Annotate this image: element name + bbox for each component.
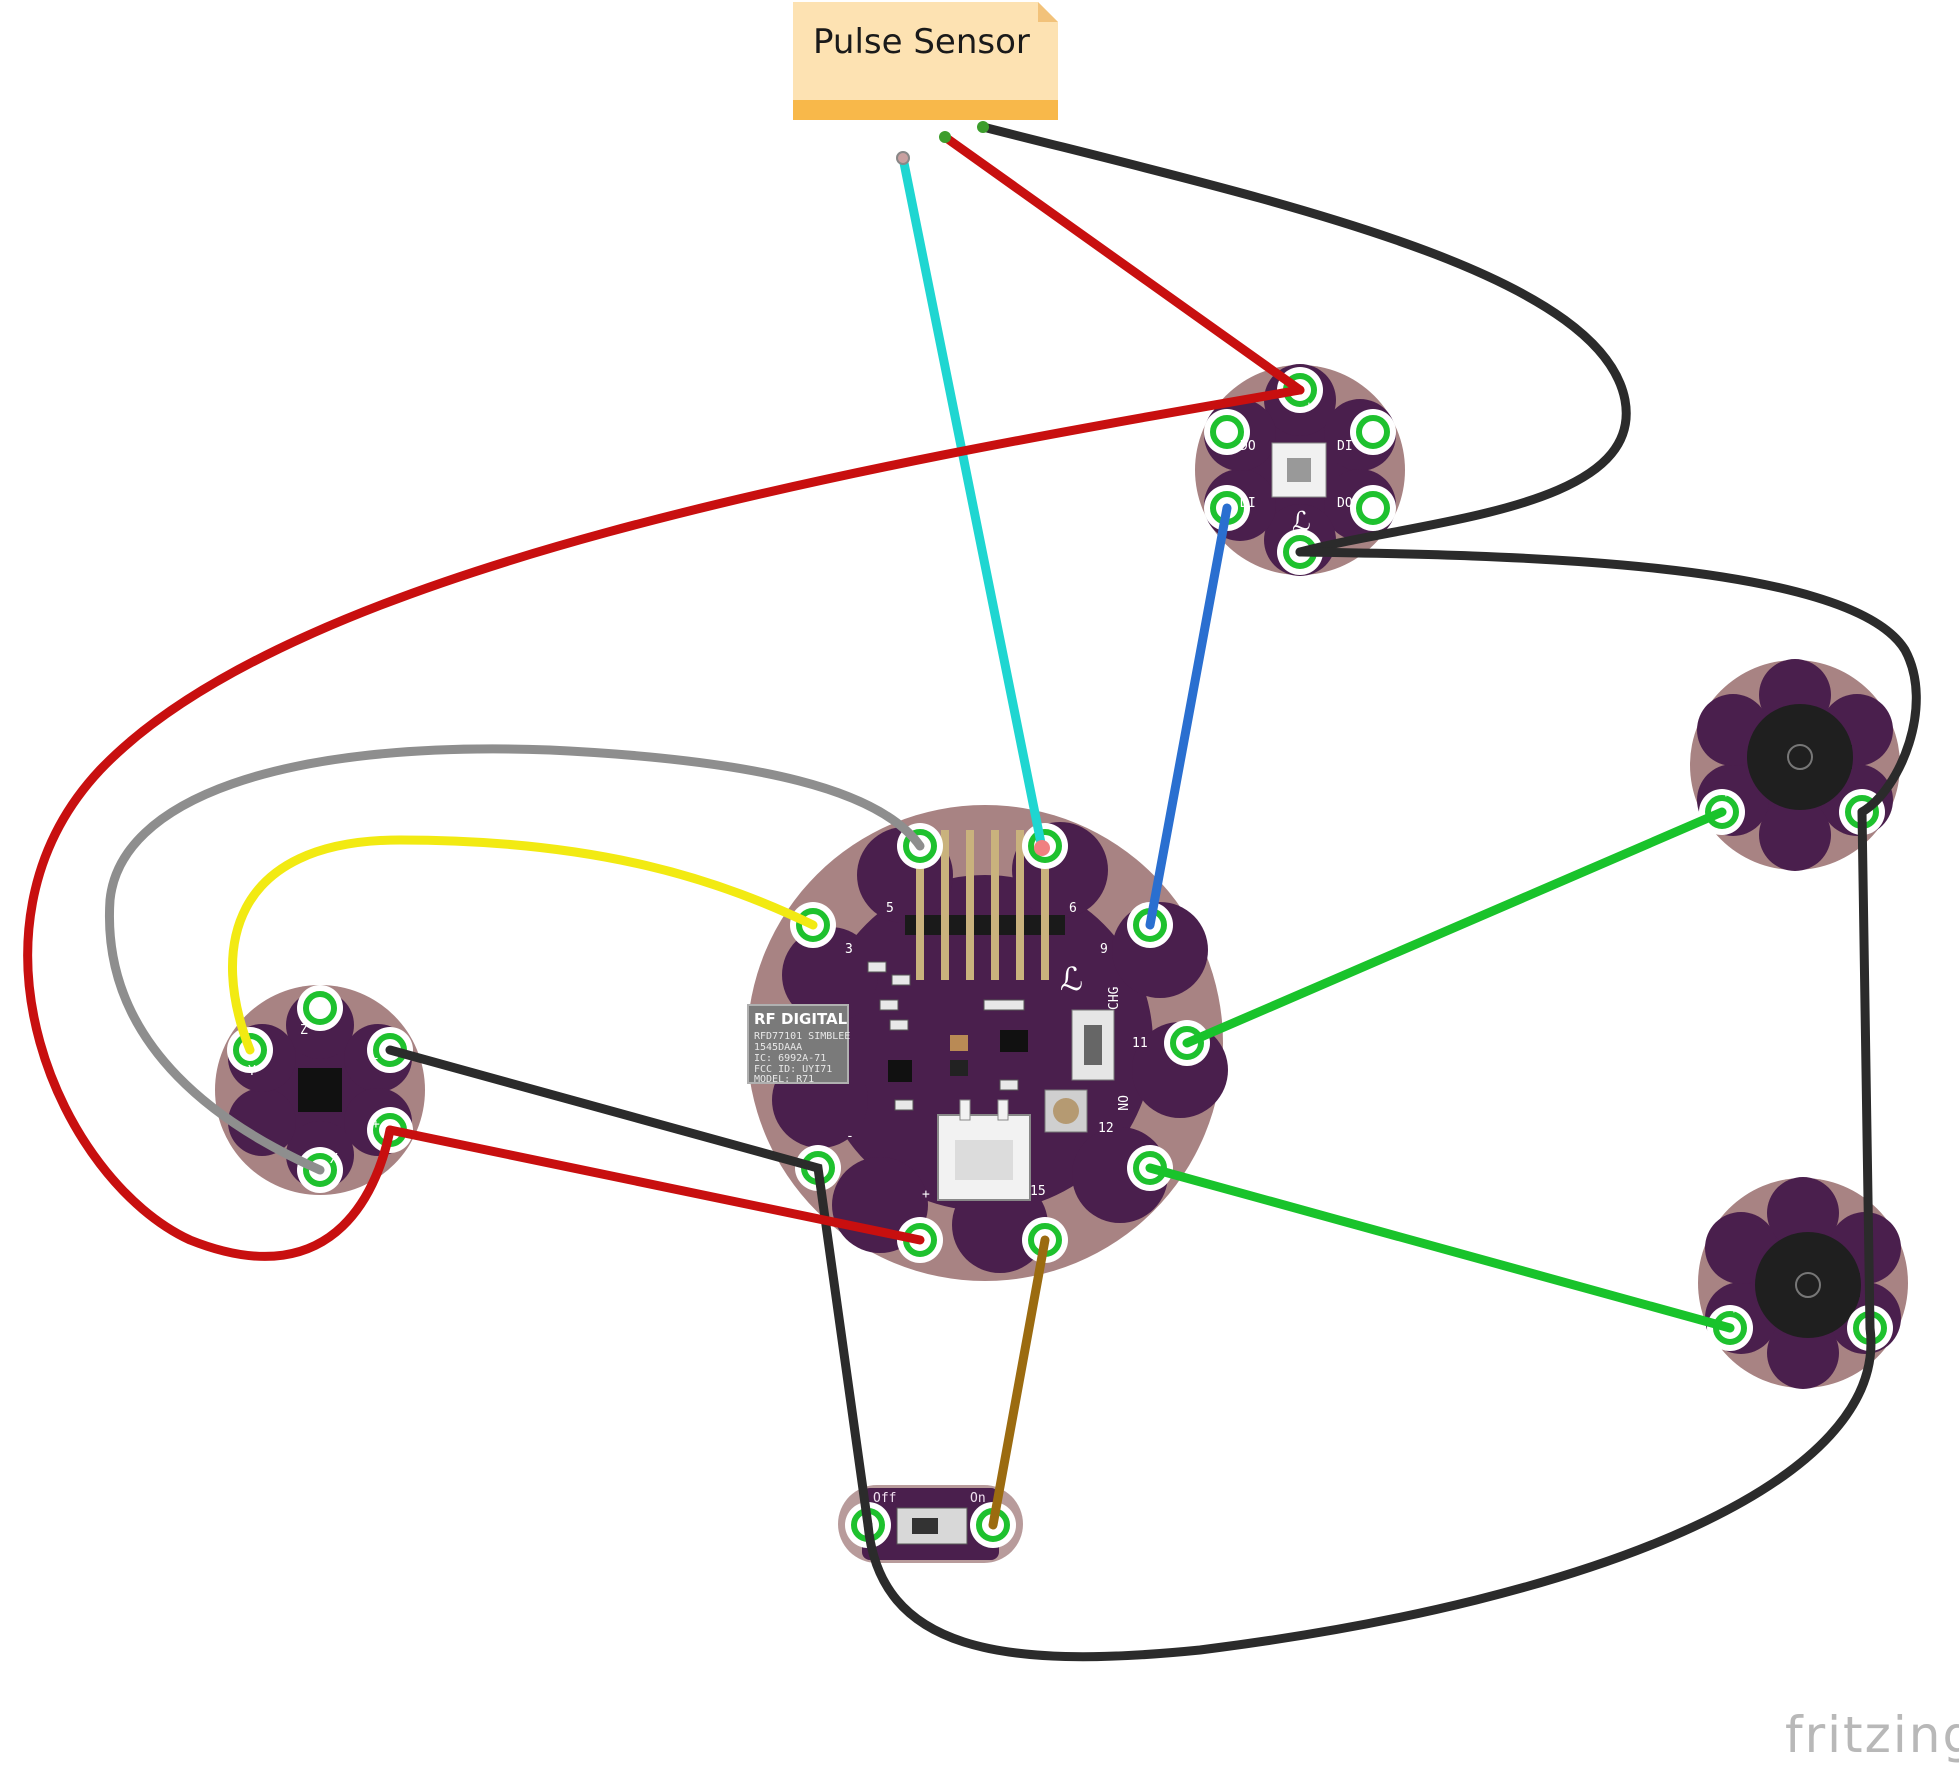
accelerometer-board[interactable]: Z Y X + - [215, 985, 425, 1195]
wire-buzzer-1-signal[interactable] [1182, 807, 1727, 1048]
smd-components [867, 961, 1028, 1111]
buzzer-board-1[interactable]: + - [1690, 659, 1900, 871]
reset-button[interactable] [1044, 1089, 1088, 1133]
led-label-do-right: DO [1337, 496, 1353, 511]
wire-buzzer-2-signal[interactable] [1145, 1163, 1735, 1333]
wire-switch-ground[interactable] [863, 1323, 1876, 1662]
wire-endpoints [896, 121, 1050, 856]
accel-label-x: X [330, 1152, 338, 1167]
led-pad-do-right[interactable] [1350, 485, 1396, 531]
rf-module-line-1: RFD77101 SIMBLEE [754, 1031, 850, 1042]
pin-label-15: 15 [1030, 1184, 1046, 1199]
led-pixel-board[interactable]: + DO DI DI DO - ℒ [1195, 364, 1405, 576]
pulse-sensor-note[interactable]: Pulse Sensor [793, 2, 1058, 120]
wire-accel-y[interactable] [228, 835, 818, 1055]
led-label-di-right: DI [1337, 439, 1353, 454]
led-label-di-left: DI [1240, 496, 1256, 511]
lilypad-logo-icon: ℒ [1060, 960, 1083, 998]
battery-connector [937, 1099, 1031, 1201]
wire-accel-ground[interactable] [385, 1045, 873, 1530]
power-switch-board[interactable]: Off On [838, 1485, 1023, 1563]
wire-led-power[interactable] [23, 385, 1305, 1261]
buzzer-2-label-plus: + [1730, 1302, 1738, 1317]
buzzer-1-label-minus: - [1852, 786, 1860, 801]
wire-led-ground[interactable] [1295, 547, 1921, 817]
buzzer-icon [1755, 1232, 1861, 1338]
led-label-do-left: DO [1240, 439, 1256, 454]
buzzer-board-2[interactable]: + - [1698, 1177, 1908, 1389]
chg-label: CHG [1107, 986, 1122, 1010]
led-label-minus: - [1305, 529, 1313, 544]
accel-label-minus: - [372, 1051, 380, 1066]
rf-module-line-5: MODEL: R71 [754, 1074, 814, 1085]
led-pad-di-right[interactable] [1350, 409, 1396, 455]
rf-module: RF DIGITAL RFD77101 SIMBLEE 1545DAAA IC:… [747, 1004, 850, 1085]
accel-label-y: Y [248, 1064, 256, 1079]
pin-label-9: 9 [1100, 942, 1108, 957]
wire-pulse-ground[interactable] [978, 122, 1631, 557]
charge-switch[interactable]: CHG ON [1071, 986, 1129, 1111]
wire-accel-power[interactable] [385, 1125, 925, 1245]
note-text: Pulse Sensor [813, 22, 1030, 62]
accel-label-plus: + [372, 1117, 380, 1132]
switch-off-label: Off [873, 1491, 896, 1506]
wire-buzzer-ground[interactable] [1857, 807, 1875, 1333]
wire-accel-x[interactable] [105, 744, 925, 1175]
wire-pulse-power[interactable] [940, 132, 1305, 395]
pin-label-5: 5 [886, 901, 894, 916]
rf-module-brand: RF DIGITAL [754, 1010, 848, 1028]
header-pins [905, 830, 1065, 980]
wire-led-data[interactable] [1145, 503, 1232, 930]
pin-label-11: 11 [1132, 1036, 1148, 1051]
on-label: ON [1114, 1095, 1129, 1111]
switch-on-label: On [970, 1491, 986, 1506]
buzzer-2-label-minus: - [1860, 1302, 1868, 1317]
wire-switch-on[interactable] [988, 1235, 1050, 1530]
lilypad-main-board[interactable]: RF DIGITAL RFD77101 SIMBLEE 1545DAAA IC:… [747, 805, 1228, 1281]
led-label-plus: + [1305, 399, 1313, 414]
pin-label-minus: - [846, 1129, 854, 1144]
wire-pulse-signal[interactable] [898, 153, 1047, 853]
buzzer-1-label-plus: + [1722, 786, 1730, 801]
pin-label-6: 6 [1069, 901, 1077, 916]
buzzer-icon [1747, 704, 1853, 810]
rf-module-line-2: 1545DAAA [754, 1042, 802, 1053]
rf-module-line-3: IC: 6992A-71 [754, 1053, 826, 1064]
fritzing-logo: fritzing [1785, 1706, 1959, 1764]
pin-label-12: 12 [1098, 1121, 1114, 1136]
pin-label-plus: + [922, 1187, 930, 1202]
rf-module-line-4: FCC ID: UYI71 [754, 1064, 832, 1075]
accel-label-z: Z [300, 1023, 308, 1038]
lilypad-logo-icon: ℒ [1292, 507, 1311, 537]
pin-label-3: 3 [845, 942, 853, 957]
